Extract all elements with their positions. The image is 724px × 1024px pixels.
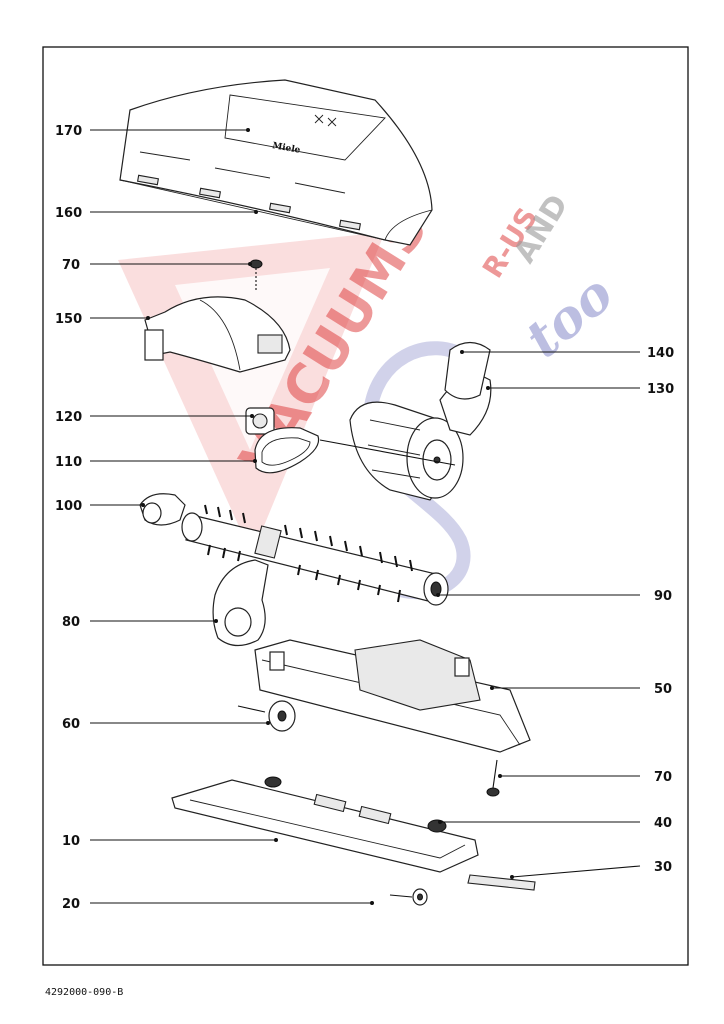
callout-20: 20 [62,897,80,912]
callout-labels: 170 160 70 150 140 130 120 110 100 90 80… [55,124,674,912]
leader-30 [511,865,641,878]
callout-130: 130 [647,382,674,397]
callout-110: 110 [55,455,82,470]
housing-base-part [254,639,531,753]
callout-50: 50 [654,682,672,697]
wheel-part [237,700,296,732]
sole-plate-part [171,776,479,873]
callout-leaders [90,128,641,905]
drawing-code: 4292000-090-B [45,987,123,998]
top-cover-part: Miele [119,79,433,246]
motor-assembly-part [319,341,492,501]
pulley-part [245,407,275,435]
callout-10: 10 [62,834,80,849]
brush-roller-part [181,504,449,606]
callout-140: 140 [647,346,674,361]
screw-part-lower [486,759,500,797]
strip-part [467,874,536,891]
end-cap-part [139,493,186,526]
callout-150: 150 [55,312,82,327]
callout-170: 170 [55,124,82,139]
watermark-too: too [514,263,625,370]
callout-70-top: 70 [62,258,80,273]
diagram-frame [42,46,689,966]
callout-120: 120 [55,410,82,425]
small-wheel-part [389,888,428,906]
bristle-row [204,504,413,603]
callout-70-lower: 70 [654,770,672,785]
callout-90: 90 [654,589,672,604]
callout-40: 40 [654,816,672,831]
callout-60: 60 [62,717,80,732]
callout-100: 100 [55,499,82,514]
callout-160: 160 [55,206,82,221]
brand-logo-text: Miele [271,141,301,156]
drive-belt-part [254,427,320,474]
callout-80: 80 [62,615,80,630]
callout-30: 30 [654,860,672,875]
side-bracket-part [212,559,269,647]
motor-cover-part [144,296,291,373]
